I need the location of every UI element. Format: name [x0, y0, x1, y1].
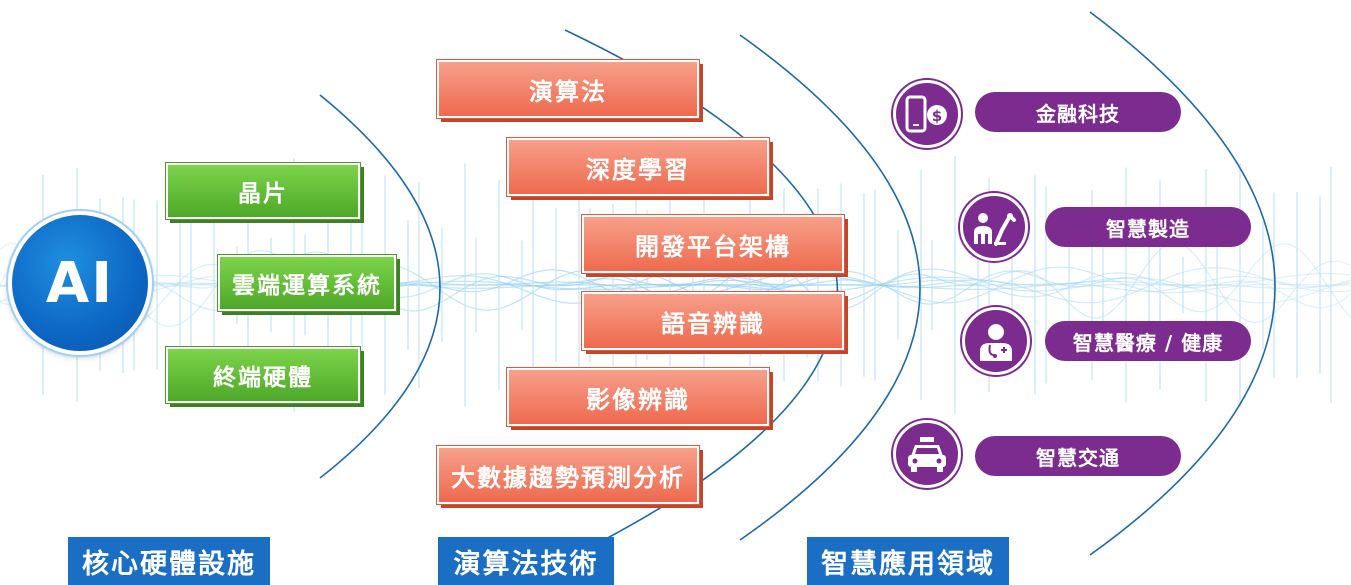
algorithm-item-label: 演算法	[529, 77, 607, 106]
application-item-smart-manufacturing: 智慧製造	[1045, 207, 1251, 247]
algorithm-item-label: 開發平台架構	[635, 232, 791, 261]
hardware-item-chip: 晶片	[166, 163, 360, 219]
section-arc-1	[319, 94, 441, 479]
algorithm-item-algorithm: 演算法	[437, 60, 699, 118]
section-label-hardware: 核心硬體設施	[68, 537, 270, 585]
section-label-text: 核心硬體設施	[82, 548, 256, 580]
phone-dollar-icon: $	[893, 80, 961, 148]
application-item-label: 智慧製造	[1106, 216, 1190, 241]
algorithm-item-label: 大數據趨勢預測分析	[451, 463, 685, 492]
algorithm-item-speech: 語音辨識	[582, 292, 844, 350]
robot-arm-icon	[960, 193, 1028, 261]
application-item-smart-healthcare: 智慧醫療 / 健康	[1045, 321, 1251, 361]
algorithm-item-bigdata: 大數據趨勢預測分析	[437, 446, 699, 504]
section-arc-4	[1089, 11, 1276, 556]
application-item-label: 智慧交通	[1036, 445, 1120, 470]
taxi-icon	[893, 420, 961, 488]
ai-core-circle: AI	[8, 211, 152, 355]
section-label-text: 智慧應用領域	[821, 548, 995, 580]
algorithm-item-label: 深度學習	[586, 155, 690, 184]
application-item-fintech: 金融科技	[975, 92, 1181, 132]
svg-text:$: $	[932, 107, 942, 125]
hardware-item-label: 終端硬體	[213, 365, 313, 391]
algorithm-item-dev-platform: 開發平台架構	[582, 215, 844, 273]
algorithm-item-label: 語音辨識	[661, 309, 765, 338]
application-item-label: 金融科技	[1036, 101, 1120, 126]
section-label-applications: 智慧應用領域	[807, 537, 1009, 585]
hardware-item-label: 雲端運算系統	[232, 273, 382, 299]
algorithm-item-label: 影像辨識	[586, 385, 690, 414]
doctor-icon	[962, 307, 1030, 375]
hardware-item-terminal: 終端硬體	[166, 347, 360, 403]
section-label-text: 演算法技術	[453, 548, 599, 580]
ai-label: AI	[45, 250, 115, 316]
algorithm-item-image: 影像辨識	[507, 368, 769, 426]
application-item-smart-transportation: 智慧交通	[975, 436, 1181, 476]
application-item-label: 智慧醫療 / 健康	[1072, 330, 1224, 355]
algorithm-item-deep-learning: 深度學習	[507, 138, 769, 196]
section-arc-3	[739, 34, 921, 541]
section-label-algorithms: 演算法技術	[438, 537, 614, 585]
hardware-item-label: 晶片	[238, 181, 288, 207]
hardware-item-cloud: 雲端運算系統	[218, 255, 396, 311]
